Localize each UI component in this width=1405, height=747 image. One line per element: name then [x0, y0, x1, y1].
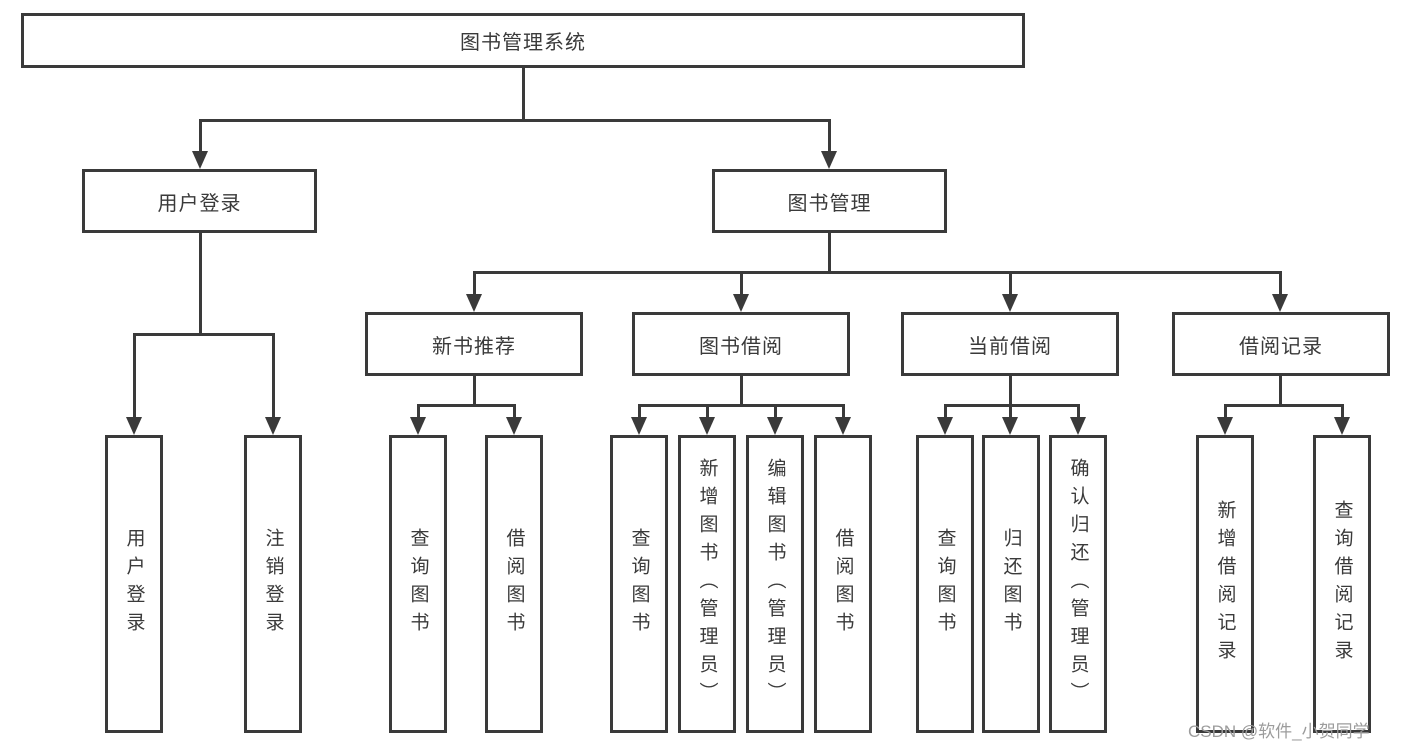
edge-to-leaf-current-query-stem — [944, 404, 947, 420]
leaf-logout: 注销登录 — [244, 435, 302, 733]
leaf-user-login-label: 用户登录 — [123, 528, 145, 640]
leaf-user-login: 用户登录 — [105, 435, 163, 733]
edge-borrow-cluster-branch — [638, 404, 844, 407]
leaf-current-confirm-return-label: 确认归还（管理员） — [1067, 458, 1089, 710]
edge-book-borrow-stem — [740, 376, 743, 407]
leaf-records-add-record-label: 新增借阅记录 — [1214, 500, 1236, 668]
edge-current-borrow-stem — [1009, 376, 1012, 407]
node-current-borrow-label: 当前借阅 — [968, 335, 1052, 358]
edge-to-leaf-borrow-edit-stem — [774, 404, 777, 420]
node-user-login: 用户登录 — [82, 169, 317, 233]
arrow-into-leaf-borrow-borrow-icon — [835, 417, 851, 435]
arrow-into-leaf-borrow-add-icon — [699, 417, 715, 435]
leaf-borrow-edit-books: 编辑图书（管理员） — [746, 435, 804, 733]
arrow-into-book-borrow-icon — [733, 294, 749, 312]
edge-to-leaf-rec-borrow-stem — [513, 404, 516, 420]
arrow-into-leaf-borrow-query-icon — [631, 417, 647, 435]
node-book-borrow-label: 图书借阅 — [699, 335, 783, 358]
leaf-borrow-edit-books-label: 编辑图书（管理员） — [764, 458, 786, 710]
arrow-into-leaf-rec-query-icon — [410, 417, 426, 435]
leaf-borrow-query-books: 查询图书 — [610, 435, 668, 733]
edge-book-management-stem — [828, 233, 831, 274]
arrow-into-borrow-records-icon — [1272, 294, 1288, 312]
leaf-rec-query-books-label: 查询图书 — [407, 528, 429, 640]
leaf-records-query-record: 查询借阅记录 — [1313, 435, 1371, 733]
node-book-management: 图书管理 — [712, 169, 947, 233]
leaf-borrow-add-books-label: 新增图书（管理员） — [696, 458, 718, 710]
leaf-current-return-books-label: 归还图书 — [1000, 528, 1022, 640]
edge-to-leaf-borrow-borrow-stem — [842, 404, 845, 420]
edge-to-book-borrow-stem — [740, 271, 743, 297]
edge-level3-branch — [473, 271, 1281, 274]
node-book-borrow: 图书借阅 — [632, 312, 850, 376]
node-borrow-records: 借阅记录 — [1172, 312, 1390, 376]
leaf-current-query-books-label: 查询图书 — [934, 528, 956, 640]
arrow-into-leaf-current-return-icon — [1002, 417, 1018, 435]
edge-root-stem — [522, 68, 525, 122]
node-root-label: 图书管理系统 — [460, 32, 586, 54]
edge-to-leaf-current-confirm-stem — [1077, 404, 1080, 420]
edge-borrow-records-stem — [1279, 376, 1282, 407]
arrow-into-leaf-records-add-icon — [1217, 417, 1233, 435]
edge-to-user-login-stem — [199, 119, 202, 153]
arrow-into-book-management-icon — [821, 151, 837, 169]
node-new-book-recommend-label: 新书推荐 — [432, 335, 516, 358]
leaf-records-query-record-label: 查询借阅记录 — [1331, 500, 1353, 668]
edge-to-current-borrow-stem — [1009, 271, 1012, 297]
node-user-login-label: 用户登录 — [157, 192, 242, 215]
leaf-borrow-query-books-label: 查询图书 — [628, 528, 650, 640]
edge-to-leaf-records-query-stem — [1341, 404, 1344, 420]
edge-user-cluster-branch — [133, 333, 274, 336]
leaf-logout-label: 注销登录 — [262, 528, 284, 640]
node-book-management-label: 图书管理 — [787, 192, 872, 215]
edge-user-login-stem — [199, 233, 202, 336]
leaf-current-confirm-return: 确认归还（管理员） — [1049, 435, 1107, 733]
arrow-into-leaf-current-confirm-icon — [1070, 417, 1086, 435]
arrow-into-new-book-recommend-icon — [466, 294, 482, 312]
leaf-current-return-books: 归还图书 — [982, 435, 1040, 733]
edge-new-book-recommend-stem — [473, 376, 476, 407]
edge-records-cluster-branch — [1224, 404, 1343, 407]
leaf-records-add-record: 新增借阅记录 — [1196, 435, 1254, 733]
arrow-into-leaf-current-query-icon — [937, 417, 953, 435]
arrow-into-leaf-user-login-icon — [126, 417, 142, 435]
edge-to-leaf-records-add-stem — [1224, 404, 1227, 420]
arrow-into-user-login-icon — [192, 151, 208, 169]
edge-to-leaf-current-return-stem — [1009, 404, 1012, 420]
edge-to-book-management-stem — [828, 119, 831, 153]
edge-to-new-book-recommend-stem — [473, 271, 476, 297]
edge-level2-branch — [199, 119, 831, 122]
edge-rec-cluster-branch — [417, 404, 515, 407]
edge-to-leaf-borrow-query-stem — [638, 404, 641, 420]
leaf-rec-query-books: 查询图书 — [389, 435, 447, 733]
edge-to-leaf-logout-stem — [272, 333, 275, 419]
node-new-book-recommend: 新书推荐 — [365, 312, 583, 376]
leaf-rec-borrow-books-label: 借阅图书 — [503, 528, 525, 640]
arrow-into-current-borrow-icon — [1002, 294, 1018, 312]
arrow-into-leaf-borrow-edit-icon — [767, 417, 783, 435]
edge-to-borrow-records-stem — [1279, 271, 1282, 297]
node-borrow-records-label: 借阅记录 — [1239, 335, 1323, 358]
leaf-borrow-borrow-books-label: 借阅图书 — [832, 528, 854, 640]
node-current-borrow: 当前借阅 — [901, 312, 1119, 376]
node-root: 图书管理系统 — [21, 13, 1025, 68]
edge-to-leaf-user-login-stem — [133, 333, 136, 419]
leaf-borrow-add-books: 新增图书（管理员） — [678, 435, 736, 733]
leaf-borrow-borrow-books: 借阅图书 — [814, 435, 872, 733]
csdn-watermark: CSDN @软件_小贺同学 — [1188, 722, 1370, 741]
arrow-into-leaf-records-query-icon — [1334, 417, 1350, 435]
arrow-into-leaf-logout-icon — [265, 417, 281, 435]
arrow-into-leaf-rec-borrow-icon — [506, 417, 522, 435]
edge-to-leaf-borrow-add-stem — [706, 404, 709, 420]
leaf-rec-borrow-books: 借阅图书 — [485, 435, 543, 733]
leaf-current-query-books: 查询图书 — [916, 435, 974, 733]
edge-to-leaf-rec-query-stem — [417, 404, 420, 420]
